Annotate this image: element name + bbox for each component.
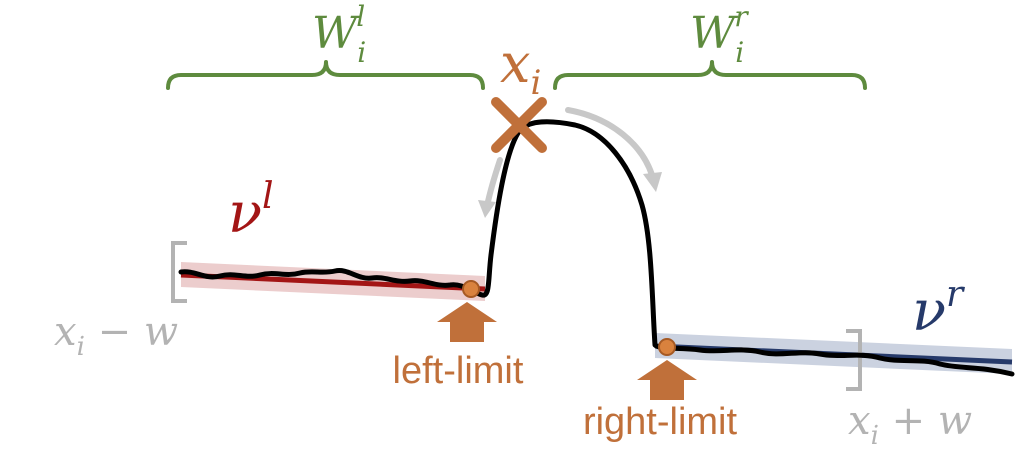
left-limit-label: left-limit: [393, 350, 524, 392]
right-approach-arrowhead: [643, 172, 662, 192]
point-marker: [491, 97, 547, 153]
left-bound-bracket: [171, 241, 187, 303]
right-limit-dot: [658, 338, 676, 356]
right-limit-label: right-limit: [583, 401, 738, 443]
right-window-brace: [553, 60, 867, 90]
left-approach-arrowhead: [478, 200, 496, 218]
right-limit-arrow: [637, 360, 697, 400]
left-limit-dot: [462, 280, 480, 298]
left-window-label: Wil: [312, 0, 366, 69]
right-approach-arrow: [565, 107, 655, 178]
left-nu-label: νl: [228, 176, 274, 246]
right-nu-label: νr: [912, 274, 965, 344]
right-window-label: Wir: [690, 0, 749, 69]
left-limit-arrow: [437, 302, 497, 342]
left-window-brace: [166, 60, 485, 90]
right-bound-bracket: [846, 329, 862, 391]
left-bound-label: xi − w: [54, 309, 178, 362]
right-bound-label: xi + w: [848, 398, 972, 451]
point-label: xi: [500, 32, 541, 103]
signal-curve: [178, 119, 1015, 377]
